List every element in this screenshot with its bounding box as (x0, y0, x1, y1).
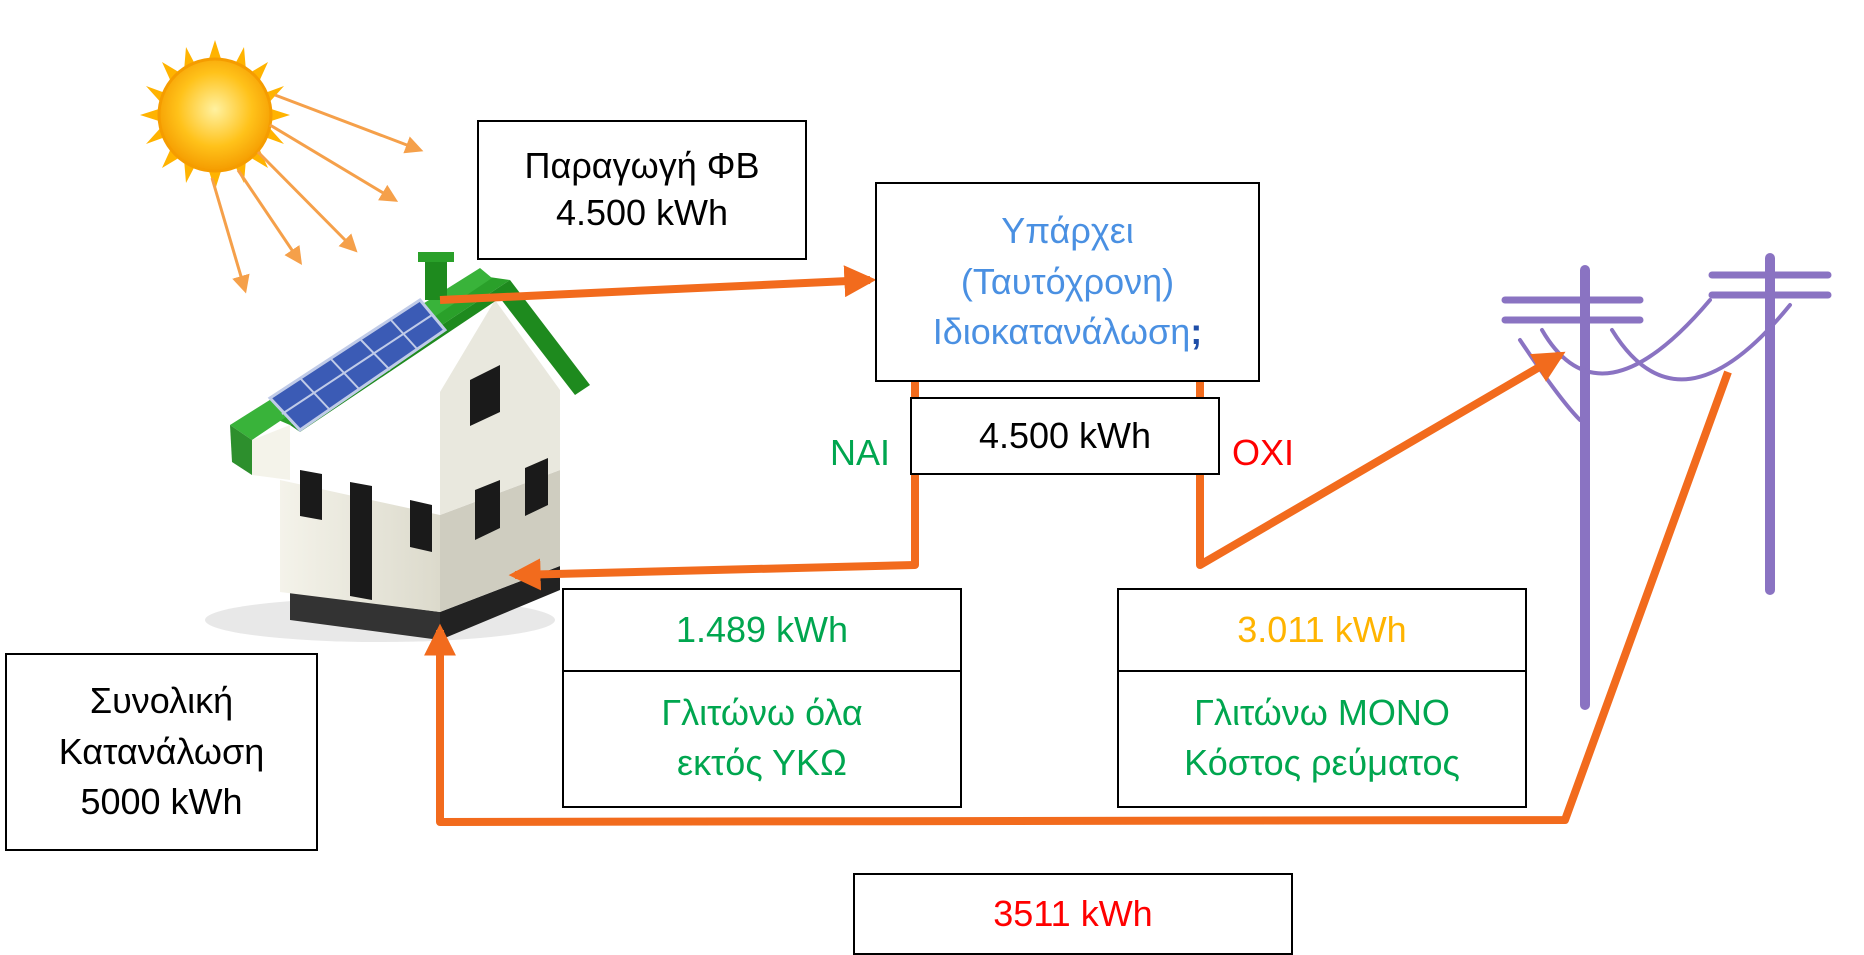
question-mark: ; (1190, 311, 1203, 353)
grid-import-value: 3511 kWh (993, 892, 1153, 934)
grid-export-note-line-2: Κόστος ρεύματος (1184, 742, 1460, 783)
total-consumption-box: Συνολική Κατανάλωση 5000 kWh (5, 653, 318, 851)
self-consumption-amount: 1.489 kWh (564, 590, 960, 672)
sun-rays (210, 93, 424, 294)
self-consumption-result-box: 1.489 kWh Γλιτώνω όλα εκτός ΥΚΩ (562, 588, 962, 808)
self-consumption-question-box: Υπάρχει (Ταυτόχρονη) Ιδιοκατανάλωση; (875, 182, 1260, 382)
total-consumption-value: 5000 kWh (80, 781, 243, 823)
pv-production-value: 4.500 kWh (555, 192, 729, 233)
total-consumption-line-2: Κατανάλωση (58, 730, 265, 772)
sun-icon (140, 40, 290, 190)
question-line-1: Υπάρχει (1001, 210, 1134, 252)
arrow-pv-to-decision (439, 265, 877, 304)
grid-export-amount: 3.011 kWh (1119, 590, 1525, 672)
self-consumption-note-line-2: εκτός ΥΚΩ (677, 742, 847, 783)
arrow-grid-to-house (424, 370, 1732, 826)
question-word: Ιδιοκατανάλωση (932, 311, 1191, 353)
no-label: ΟΧΙ (1232, 432, 1295, 473)
yes-label: ΝΑΙ (830, 432, 891, 473)
flow-amount-value: 4.500 kWh (978, 414, 1152, 456)
pv-production-title: Παραγωγή ΦΒ (524, 145, 760, 187)
self-consumption-note-line-1: Γλιτώνω όλα (661, 691, 863, 733)
house-with-solar-panel-icon (205, 252, 590, 642)
arrow-yes-to-house (508, 382, 919, 591)
power-poles-icon (1501, 253, 1832, 710)
grid-export-note-line-1: Γλιτώνω ΜΟΝΟ (1194, 691, 1450, 733)
flow-amount-box: 4.500 kWh (910, 397, 1220, 475)
question-line-3: Ιδιοκατανάλωση; (933, 307, 1203, 357)
self-consumption-note: Γλιτώνω όλα εκτός ΥΚΩ (564, 670, 960, 806)
grid-import-box: 3511 kWh (853, 873, 1293, 955)
grid-export-result-box: 3.011 kWh Γλιτώνω ΜΟΝΟ Κόστος ρεύματος (1117, 588, 1527, 808)
question-line-2: (Ταυτόχρονη) (960, 260, 1175, 302)
pv-production-box: Παραγωγή ΦΒ 4.500 kWh (477, 120, 807, 260)
grid-export-note: Γλιτώνω ΜΟΝΟ Κόστος ρεύματος (1119, 670, 1525, 806)
total-consumption-line-1: Συνολική (89, 680, 234, 722)
